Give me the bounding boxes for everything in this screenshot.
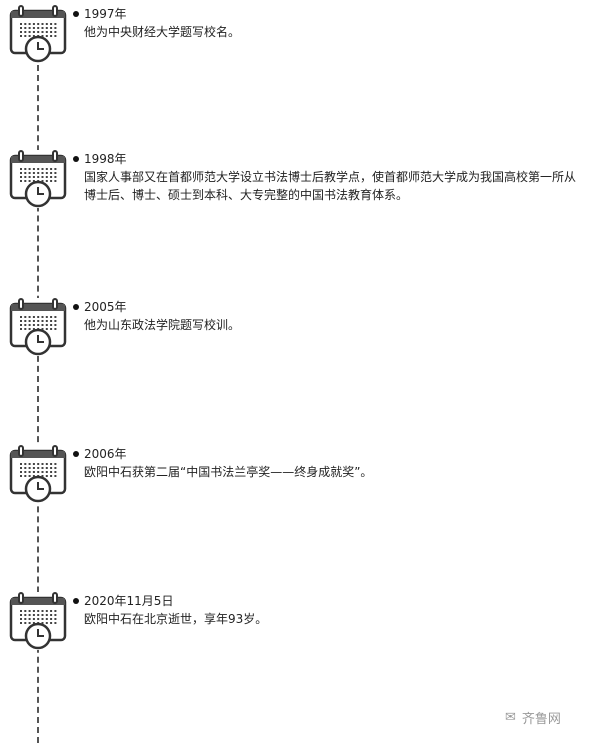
entry-text: 欧阳中石获第二届“中国书法兰亭奖——终身成就奖”。 [84, 465, 373, 479]
entry-date: 2005年 [84, 300, 127, 314]
entry-text: 欧阳中石在北京逝世，享年93岁。 [84, 612, 268, 626]
calendar-clock-icon [9, 298, 67, 356]
entry-date: 2006年 [84, 447, 127, 461]
bullet-icon [73, 451, 79, 457]
entry-date: 2020年11月5日 [84, 594, 174, 608]
entry-text: 他为中央财经大学题写校名。 [84, 25, 241, 39]
entry-date: 1997年 [84, 7, 127, 21]
bullet-icon [73, 156, 79, 162]
entry-text: 他为山东政法学院题写校训。 [84, 318, 241, 332]
timeline-line [37, 55, 39, 743]
watermark: ✉ 齐鲁网 [505, 710, 561, 727]
calendar-clock-icon [9, 592, 67, 650]
wechat-icon: ✉ [505, 710, 516, 725]
calendar-clock-icon [9, 150, 67, 208]
calendar-clock-icon [9, 445, 67, 503]
entry-text: 国家人事部又在首都师范大学设立书法博士后教学点，使首都师范大学成为我国高校第一所… [84, 170, 577, 202]
bullet-icon [73, 304, 79, 310]
entry-date: 1998年 [84, 152, 127, 166]
bullet-icon [73, 598, 79, 604]
calendar-clock-icon [9, 5, 67, 63]
bullet-icon [73, 11, 79, 17]
